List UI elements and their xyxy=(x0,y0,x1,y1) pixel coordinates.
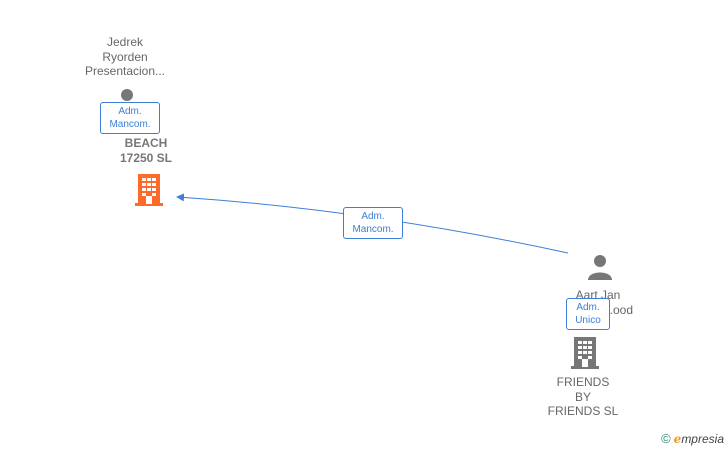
company-label-friends[interactable]: FRIENDS BY FRIENDS SL xyxy=(547,375,619,418)
relation-badge-adm-mancom-edge[interactable]: Adm. Mancom. xyxy=(343,207,403,239)
company-label-beach[interactable]: BEACH 17250 SL xyxy=(119,136,173,165)
empresia-logo: ©empresia xyxy=(661,431,724,446)
person-icon[interactable] xyxy=(586,252,614,280)
relation-badge-adm-unico[interactable]: Adm. Unico xyxy=(566,298,610,330)
building-icon[interactable] xyxy=(569,335,601,369)
person-label-jedrek[interactable]: Jedrek Ryorden Presentacion... xyxy=(84,35,166,78)
relation-badge-adm-mancom[interactable]: Adm. Mancom. xyxy=(100,102,160,134)
building-icon[interactable] xyxy=(133,172,165,206)
copyright-icon: © xyxy=(661,431,671,446)
